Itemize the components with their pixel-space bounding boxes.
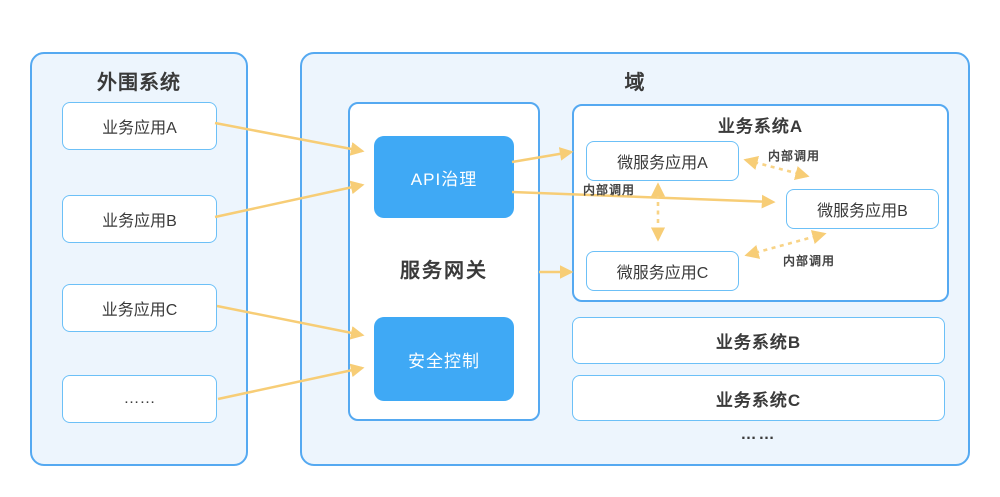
domain-title: 域	[624, 72, 646, 94]
node-business-app-b: 业务应用B	[62, 195, 217, 243]
domain-ellipsis: ……	[740, 426, 777, 443]
domain-panel: 域 API治理 服务网关 安全控制 业务系统A 微服务应用A 微服务应用B 微服…	[300, 52, 970, 466]
node-business-system-b: 业务系统B	[572, 317, 945, 364]
node-microservice-c: 微服务应用C	[586, 251, 739, 291]
internal-call-label-ab: 内部调用	[768, 149, 821, 163]
service-gateway-title: 服务网关	[400, 260, 488, 282]
module-api-governance: API治理	[374, 136, 514, 218]
node-microservice-b: 微服务应用B	[786, 189, 939, 229]
service-gateway-box: API治理 服务网关 安全控制	[348, 102, 540, 421]
module-security-control: 安全控制	[374, 317, 514, 401]
node-business-app-ellipsis: ……	[62, 375, 217, 423]
node-business-system-c: 业务系统C	[572, 375, 945, 421]
internal-call-label-ac: 内部调用	[583, 183, 636, 197]
internal-call-label-cb: 内部调用	[783, 254, 836, 268]
business-system-a-title: 业务系统A	[717, 117, 804, 136]
business-system-a-box: 业务系统A 微服务应用A 微服务应用B 微服务应用C	[572, 104, 949, 302]
peripheral-system-panel: 外围系统 业务应用A 业务应用B 业务应用C ……	[30, 52, 248, 466]
peripheral-system-title: 外围系统	[97, 72, 181, 94]
node-business-app-c: 业务应用C	[62, 284, 217, 332]
node-business-app-a: 业务应用A	[62, 102, 217, 150]
node-microservice-a: 微服务应用A	[586, 141, 739, 181]
